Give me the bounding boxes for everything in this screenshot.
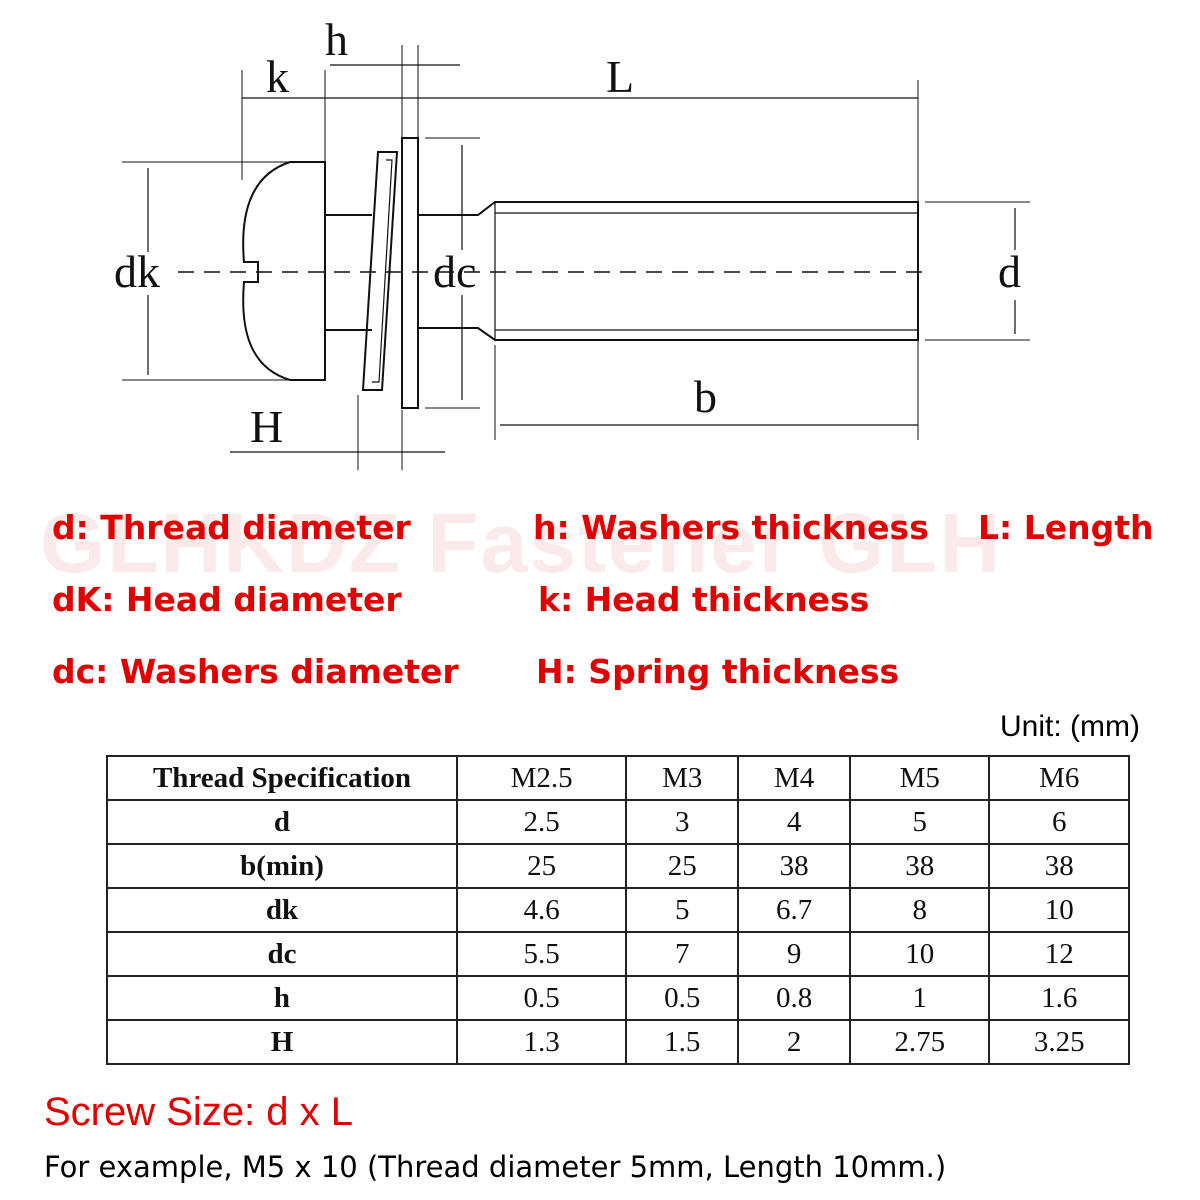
- row-label: dk: [106, 887, 458, 933]
- table-cell: 38: [848, 843, 991, 889]
- table-cell: 38: [737, 843, 851, 889]
- col-header: M2.5: [455, 755, 628, 801]
- legend-length: L: Length: [978, 508, 1154, 547]
- table-cell: 1.6: [988, 975, 1130, 1021]
- unit-label: Unit: (mm): [1000, 710, 1140, 743]
- table-cell: 0.5: [455, 975, 628, 1021]
- col-header: M3: [625, 755, 740, 801]
- row-label: h: [106, 975, 458, 1021]
- label-d: d: [998, 246, 1021, 297]
- watermark: GLHKDZ Fastener GLH: [40, 496, 1003, 590]
- table-row: d 2.5 3 4 5 6: [106, 799, 1130, 845]
- row-label: d: [106, 799, 458, 845]
- table-cell: 3.25: [988, 1019, 1130, 1065]
- label-dk: dk: [114, 246, 160, 297]
- table-cell: 4: [737, 799, 851, 845]
- table-cell: 5: [848, 799, 991, 845]
- table-cell: 0.5: [625, 975, 740, 1021]
- table-header-row: Thread Specification M2.5 M3 M4 M5 M6: [106, 755, 1130, 801]
- label-k: k: [266, 51, 289, 102]
- table-cell: 5.5: [455, 931, 628, 977]
- legend-thread-diameter: d: Thread diameter: [52, 508, 411, 547]
- label-H: H: [250, 401, 283, 452]
- col-header: M5: [848, 755, 991, 801]
- table-cell: 5: [625, 887, 740, 933]
- table-cell: 2.75: [848, 1019, 991, 1065]
- spec-table: Thread Specification M2.5 M3 M4 M5 M6 d …: [106, 755, 1130, 1065]
- legend-head-diameter: dK: Head diameter: [52, 580, 402, 619]
- table-cell: 9: [737, 931, 851, 977]
- label-L: L: [606, 51, 634, 102]
- label-h: h: [325, 14, 348, 65]
- table-cell: 6: [988, 799, 1130, 845]
- table-cell: 8: [848, 887, 991, 933]
- col-header: M6: [988, 755, 1130, 801]
- screw-shank: [418, 201, 919, 341]
- screw-dimension-diagram: h k L dk dc d b H: [114, 14, 1030, 470]
- table-cell: 1.5: [625, 1019, 740, 1065]
- table-cell: 4.6: [455, 887, 628, 933]
- table-cell: 10: [848, 931, 991, 977]
- table-row: b(min) 25 25 38 38 38: [106, 843, 1130, 889]
- table-cell: 1.3: [455, 1019, 628, 1065]
- flat-washer: [401, 137, 419, 409]
- table-cell: 3: [625, 799, 740, 845]
- table-cell: 0.8: [737, 975, 851, 1021]
- table-cell: 25: [455, 843, 628, 889]
- table-cell: 1: [848, 975, 991, 1021]
- col-header: M4: [737, 755, 851, 801]
- screw-size-heading: Screw Size: d x L: [44, 1090, 354, 1134]
- table-row: dk 4.6 5 6.7 8 10: [106, 887, 1130, 933]
- legend-head-thickness: k: Head thickness: [538, 580, 870, 619]
- table-cell: 2.5: [455, 799, 628, 845]
- legend-washers-thickness: h: Washers thickness: [533, 508, 929, 547]
- spring-washer: [361, 151, 399, 391]
- table-row: H 1.3 1.5 2 2.75 3.25: [106, 1019, 1130, 1065]
- screw-head: [242, 161, 326, 381]
- table-row: dc 5.5 7 9 10 12: [106, 931, 1130, 977]
- table-cell: 6.7: [737, 887, 851, 933]
- table-cell: 7: [625, 931, 740, 977]
- table-cell: 12: [988, 931, 1130, 977]
- row-label: H: [106, 1019, 458, 1065]
- row-label: b(min): [106, 843, 458, 889]
- table-cell: 25: [625, 843, 740, 889]
- table-cell: 10: [988, 887, 1130, 933]
- table-cell: 2: [737, 1019, 851, 1065]
- label-b: b: [694, 371, 717, 422]
- label-dc: dc: [433, 246, 476, 297]
- table-header: Thread Specification: [106, 755, 458, 801]
- table-cell: 38: [988, 843, 1130, 889]
- example-text: For example, M5 x 10 (Thread diameter 5m…: [44, 1150, 947, 1184]
- legend-washers-diameter: dc: Washers diameter: [52, 652, 459, 691]
- legend-spring-thickness: H: Spring thickness: [536, 652, 900, 691]
- table-row: h 0.5 0.5 0.8 1 1.6: [106, 975, 1130, 1021]
- row-label: dc: [106, 931, 458, 977]
